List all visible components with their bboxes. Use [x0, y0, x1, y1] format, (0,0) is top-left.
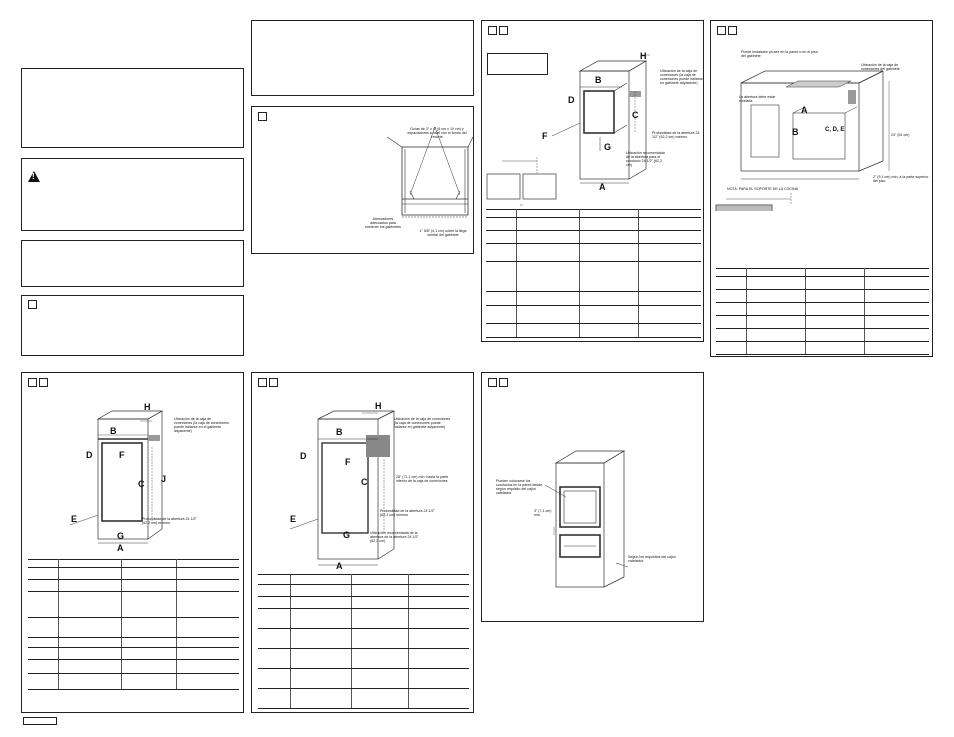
conduit-callout: Ubicación recomendada de la abertura par… — [626, 151, 665, 167]
notice-box-3 — [251, 20, 474, 96]
cooktop-floor-callout: 2" (5,1 cm) mín. a la parte superior del… — [873, 175, 929, 183]
level-callout: Guías de 3" x 4" (8 cm x 10 cm) y espaci… — [407, 127, 467, 139]
junction-box-callout: Ubicación de la caja de conexiones (la c… — [660, 69, 703, 85]
dim-label-f: F — [119, 450, 125, 460]
figure-number-icon — [488, 26, 497, 35]
figure-number-icon — [258, 378, 267, 387]
dim-label-c: C — [361, 477, 368, 487]
figure-number-icon — [499, 26, 508, 35]
dimension-table — [258, 574, 469, 709]
warning-box: ! — [21, 158, 244, 231]
figure-box-cabinet-double: H B D F C E G A Ubicación de la caja de … — [251, 372, 474, 713]
cutout-depth-callout: Profundidad de la abertura 24 1/2" (62,2… — [142, 517, 197, 525]
dim-label-b: B — [110, 426, 117, 436]
cooktop-note: NOTA: PARA EL SOPORTE DE LA COCINA — [727, 187, 798, 191]
figure-box-level: Guías de 3" x 4" (8 cm x 10 cm) y espaci… — [251, 106, 474, 254]
figure-number-icon — [499, 378, 508, 387]
dim-label-c: C — [138, 479, 145, 489]
figure-number-icon — [728, 26, 737, 35]
drawer-requirements-callout: Según los requisitos del cajón calefacto… — [628, 555, 676, 563]
cabinet-level-diagram — [386, 126, 474, 218]
dim-label-g: G — [604, 142, 612, 152]
figure-box-cabinet-single: B H D C F G A Ubicación de la caja de co… — [481, 20, 704, 342]
cooktop-level-callout: La abertura debe estar nivelada — [739, 95, 776, 103]
dim-label-a: A — [117, 543, 124, 553]
junction-box-callout: Ubicación de la caja de conexiones (la c… — [174, 417, 229, 433]
dim-label-e: E — [71, 514, 78, 524]
dim-label-f: F — [542, 131, 548, 141]
figure-box-small — [21, 295, 244, 356]
box-height-callout: 28" (71,1 cm) mín. hasta la parte inferi… — [396, 475, 449, 483]
dim-label-b: B — [792, 127, 799, 137]
dimension-table — [28, 559, 239, 690]
cooktop-wall-callout: Puede instalarse ya sea en la pared o en… — [741, 50, 818, 58]
dim-label-cde: C, D, E — [825, 127, 845, 133]
spacers-callout: Atenuadores adecuados para sostener los … — [365, 217, 401, 229]
cabinet-j-diagram — [69, 410, 164, 544]
junction-box-callout: Ubicación de la caja de conexiones (la c… — [394, 417, 451, 429]
notice-box-1 — [21, 68, 244, 148]
single-oven-cabinet-diagram — [486, 54, 650, 206]
dim-label-h: H — [144, 402, 151, 412]
dim-label-d: D — [300, 451, 307, 461]
support-callout: Pueden colocarse los conductos en la par… — [496, 479, 544, 495]
dim-label-h: H — [375, 401, 382, 411]
figure-number-icon — [488, 378, 497, 387]
notice-box-2 — [21, 240, 244, 287]
dim-label-a: A — [801, 105, 808, 115]
cutout-depth-callout: Profundidad de la abertura 24 1/2" (62,2… — [652, 131, 700, 139]
dim-label-c: C — [632, 110, 639, 120]
figure-number-icon — [269, 378, 278, 387]
double-oven-cabinet-diagram — [289, 410, 395, 566]
figure-box-warming-drawer: Pueden colocarse los conductos en la par… — [481, 372, 704, 622]
figure-number-icon — [39, 378, 48, 387]
cooktop-cabinet-diagram — [715, 70, 890, 211]
figure-box-cooktop: A B C, D, E Puede instalarse ya sea en l… — [710, 20, 933, 357]
figure-number-icon — [28, 378, 37, 387]
dim-label-b: B — [336, 427, 343, 437]
width-callout: 1" 5/8" (4,1 cm) sobre la llega central … — [419, 229, 467, 237]
page-number-box — [23, 717, 57, 725]
conduit-callout: Ubicación recomendada de la abertura de … — [370, 531, 419, 543]
figure-number-icon — [28, 300, 37, 309]
figure-number-icon — [258, 112, 267, 121]
cooktop-box-callout: Ubicación de la caja de conexiones del g… — [861, 63, 900, 71]
cooktop-depth-callout: 24" (61 cm) — [891, 133, 910, 137]
dim-label-g: G — [117, 531, 125, 541]
dim-label-b: B — [595, 75, 602, 85]
dim-label-d: D — [86, 450, 93, 460]
warming-drawer-diagram — [544, 450, 629, 588]
callout-frame — [487, 53, 548, 75]
dim-label-j: J — [161, 474, 167, 484]
dim-label-d: D — [568, 95, 575, 105]
dim-label-f: F — [345, 457, 351, 467]
dim-label-a: A — [336, 561, 343, 571]
spacing-callout: 3" (7,1 cm) min. — [534, 509, 552, 517]
dimension-table — [716, 268, 929, 355]
dim-label-a: A — [599, 182, 606, 192]
figure-number-icon — [717, 26, 726, 35]
warning-icon: ! — [28, 171, 40, 182]
cutout-depth-callout: Profundidad de la abertura 24 1/2" (62,2… — [380, 509, 435, 517]
dim-label-g: G — [343, 530, 351, 540]
figure-box-cabinet-j: H B D F C J E G A Ubicación de la caja d… — [21, 372, 244, 713]
dimension-table — [486, 209, 701, 338]
dim-label-e: E — [290, 514, 297, 524]
dim-label-h: H — [640, 51, 647, 61]
